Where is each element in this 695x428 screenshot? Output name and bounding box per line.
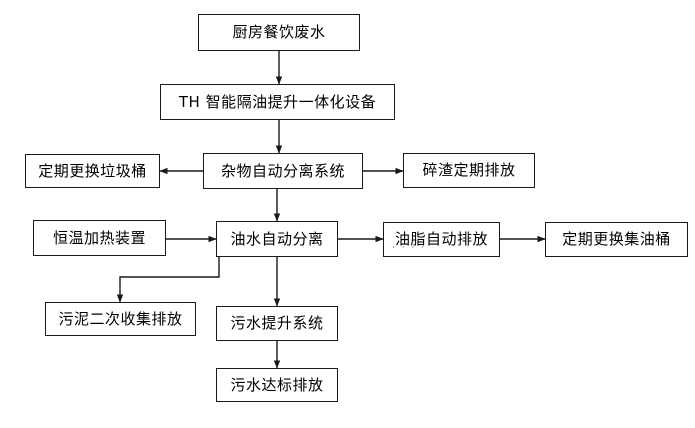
flow-node-label: 污泥二次收集排放 xyxy=(58,309,183,328)
flow-node-label: TH 智能隔油提升一体化设备 xyxy=(178,92,377,111)
flow-node-n4: 杂物自动分离系统 xyxy=(203,153,363,189)
flow-node-n9: 定期更换集油桶 xyxy=(545,222,688,257)
flow-node-n11: 污水提升系统 xyxy=(216,306,338,341)
flow-node-n3: 定期更换垃圾桶 xyxy=(25,154,160,188)
flow-node-label: 污水达标排放 xyxy=(230,375,324,394)
flow-node-label: 油脂自动排放 xyxy=(394,230,488,248)
flow-node-n7: 油水自动分离 xyxy=(216,221,338,257)
flow-node-label: 定期更换集油桶 xyxy=(562,230,671,248)
flow-node-label: 杂物自动分离系统 xyxy=(220,161,345,180)
flow-node-label: 恒温加热装置 xyxy=(52,228,146,247)
connector-n7-to-n10 xyxy=(116,257,220,303)
flow-node-label: 油水自动分离 xyxy=(230,229,324,248)
flow-node-label: 定期更换垃圾桶 xyxy=(38,161,147,180)
flow-node-label: 碎渣定期排放 xyxy=(422,161,516,179)
flow-node-label: 污水提升系统 xyxy=(230,314,324,332)
flow-node-n2: TH 智能隔油提升一体化设备 xyxy=(160,84,395,120)
flow-node-n6: 恒温加热装置 xyxy=(33,220,166,256)
flow-node-n5: 碎渣定期排放 xyxy=(403,153,535,188)
flow-node-n12: 污水达标排放 xyxy=(216,368,338,402)
flow-node-n10: 污泥二次收集排放 xyxy=(45,302,196,336)
flow-node-label: 厨房餐饮废水 xyxy=(232,23,326,41)
flow-node-n8: 油脂自动排放· · · · xyxy=(383,222,500,257)
flow-node-n1: 厨房餐饮废水 xyxy=(198,14,360,51)
